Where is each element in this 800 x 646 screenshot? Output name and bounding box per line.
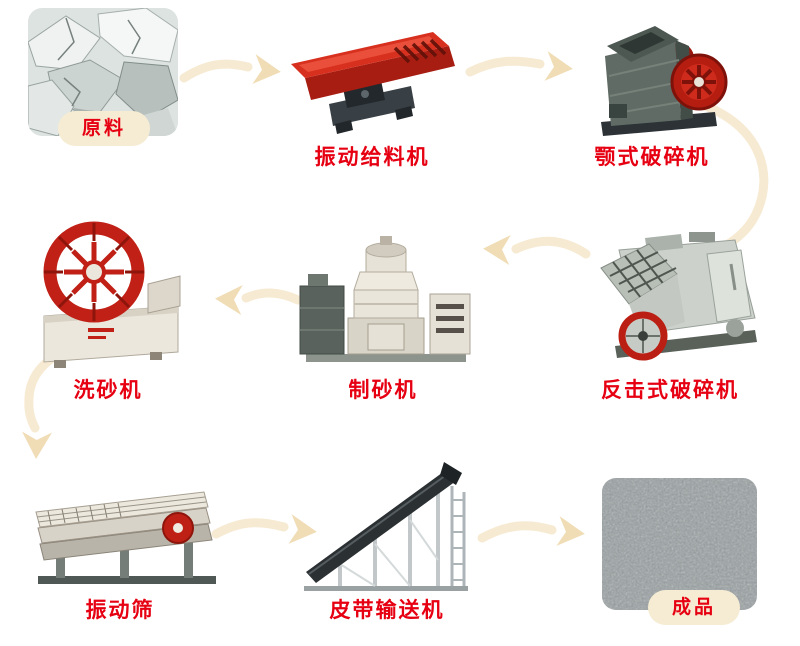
arrowhead-down-1 [21, 431, 52, 460]
label-vibrating-feeder: 振动给料机 [314, 146, 430, 169]
arrowhead-right-4 [556, 516, 587, 549]
impact-crusher-image [600, 232, 757, 361]
sand-washer-image [43, 221, 181, 368]
raw-material-badge: 原料 [58, 111, 150, 146]
arrow-segment-5 [241, 288, 303, 305]
label-vibrating-screen: 振动筛 [85, 599, 155, 622]
vibrating-feeder-image [291, 32, 455, 134]
arrowhead-left-2 [214, 283, 243, 315]
arrowhead-left-1 [482, 233, 511, 265]
label-impact-crusher: 反击式破碎机 [601, 379, 739, 402]
belt-conveyor-image [304, 462, 468, 591]
finished-product-photo [602, 478, 757, 610]
label-jaw-crusher: 颚式破碎机 [594, 146, 710, 169]
vibrating-screen-image [35, 491, 216, 584]
arrow-segment-8 [477, 521, 557, 543]
jaw-crusher-image [601, 26, 728, 136]
arrowhead-right-1 [252, 54, 283, 87]
arrow-segment-7 [211, 518, 289, 539]
finished-product-badge: 成品 [648, 590, 740, 625]
sand-making-machine-image [299, 236, 471, 362]
arrowhead-right-2 [544, 51, 575, 84]
arrow-segment-4 [511, 236, 591, 259]
label-sand-washer: 洗砂机 [73, 379, 143, 402]
arrow-segment-1 [179, 59, 253, 83]
arrow-segment-2 [465, 56, 545, 77]
label-belt-conveyor: 皮带输送机 [329, 599, 445, 622]
node-finished-product [602, 478, 757, 610]
label-sand-making-machine: 制砂机 [348, 379, 418, 402]
